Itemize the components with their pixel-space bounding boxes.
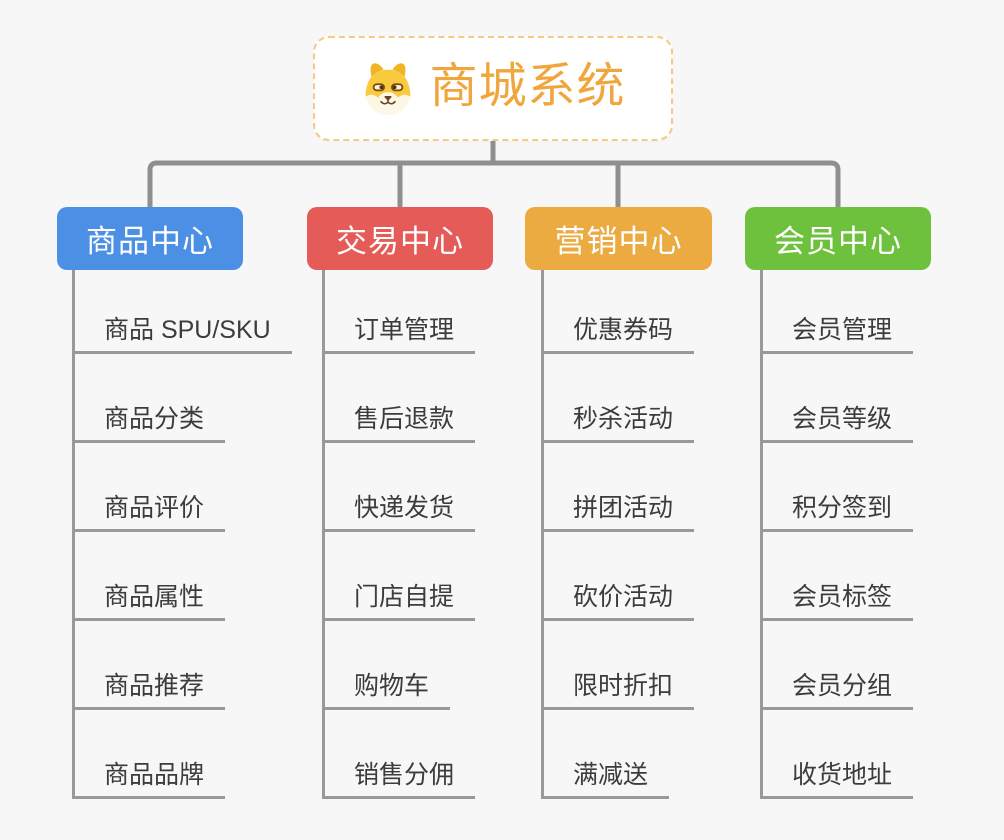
leaf-slot: 拼团活动 <box>544 443 695 532</box>
leaf-node-member-3[interactable]: 会员标签 <box>763 582 914 621</box>
leaf-slot: 砍价活动 <box>544 532 695 621</box>
leaf-node-trade-1[interactable]: 售后退款 <box>325 404 476 443</box>
leaf-slot: 会员管理 <box>763 270 914 354</box>
leaf-slot: 快递发货 <box>325 443 476 532</box>
leaf-node-product-1[interactable]: 商品分类 <box>75 404 226 443</box>
rail-line <box>147 160 841 207</box>
leaf-node-product-4[interactable]: 商品推荐 <box>75 671 226 710</box>
leaf-slot: 限时折扣 <box>544 621 695 710</box>
leaf-slot: 售后退款 <box>325 354 476 443</box>
leaf-slot: 销售分佣 <box>325 710 476 799</box>
leaf-slot: 会员分组 <box>763 621 914 710</box>
branch-children-member-center: 会员管理 会员等级 积分签到 会员标签 会员分组 收货地址 <box>760 270 914 799</box>
leaf-node-trade-5[interactable]: 销售分佣 <box>325 760 476 799</box>
leaf-slot: 满减送 <box>544 710 694 799</box>
leaf-node-marketing-0[interactable]: 优惠券码 <box>544 315 695 354</box>
leaf-slot: 商品评价 <box>75 443 292 532</box>
leaf-node-member-2[interactable]: 积分签到 <box>763 493 914 532</box>
branch-children-marketing-center: 优惠券码 秒杀活动 拼团活动 砍价活动 限时折扣 满减送 <box>541 270 695 799</box>
leaf-node-marketing-3[interactable]: 砍价活动 <box>544 582 695 621</box>
leaf-slot: 积分签到 <box>763 443 914 532</box>
leaf-node-product-0[interactable]: 商品 SPU/SKU <box>75 315 292 354</box>
leaf-node-trade-3[interactable]: 门店自提 <box>325 582 476 621</box>
branch-node-member-center[interactable]: 会员中心 <box>745 207 931 270</box>
leaf-slot: 商品属性 <box>75 532 292 621</box>
leaf-node-marketing-5[interactable]: 满减送 <box>544 760 670 799</box>
leaf-slot: 会员标签 <box>763 532 914 621</box>
root-title: 商城系统 <box>429 59 626 113</box>
leaf-slot: 会员等级 <box>763 354 914 443</box>
root-node[interactable]: 商城系统 <box>313 36 673 141</box>
leaf-node-member-0[interactable]: 会员管理 <box>763 315 914 354</box>
leaf-slot: 购物车 <box>325 621 475 710</box>
leaf-slot: 商品分类 <box>75 354 292 443</box>
leaf-node-marketing-2[interactable]: 拼团活动 <box>544 493 695 532</box>
leaf-slot: 商品品牌 <box>75 710 292 799</box>
branch-children-trade-center: 订单管理 售后退款 快递发货 门店自提 购物车 销售分佣 <box>322 270 476 799</box>
leaf-node-marketing-4[interactable]: 限时折扣 <box>544 671 695 710</box>
leaf-node-member-5[interactable]: 收货地址 <box>763 760 914 799</box>
leaf-slot: 商品推荐 <box>75 621 292 710</box>
leaf-node-trade-2[interactable]: 快递发货 <box>325 493 476 532</box>
leaf-slot: 收货地址 <box>763 710 914 799</box>
leaf-node-member-1[interactable]: 会员等级 <box>763 404 914 443</box>
leaf-node-marketing-1[interactable]: 秒杀活动 <box>544 404 695 443</box>
leaf-node-member-4[interactable]: 会员分组 <box>763 671 914 710</box>
branch-children-product-center: 商品 SPU/SKU 商品分类 商品评价 商品属性 商品推荐 商品品牌 <box>72 270 292 799</box>
leaf-slot: 订单管理 <box>325 270 476 354</box>
leaf-node-product-3[interactable]: 商品属性 <box>75 582 226 621</box>
leaf-slot: 门店自提 <box>325 532 476 621</box>
dog-mascot-icon <box>365 62 412 115</box>
branch-node-trade-center[interactable]: 交易中心 <box>307 207 493 270</box>
branch-node-product-center[interactable]: 商品中心 <box>57 207 243 270</box>
leaf-slot: 优惠券码 <box>544 270 695 354</box>
leaf-node-product-2[interactable]: 商品评价 <box>75 493 226 532</box>
leaf-node-trade-0[interactable]: 订单管理 <box>325 315 476 354</box>
leaf-slot: 商品 SPU/SKU <box>75 270 292 354</box>
leaf-slot: 秒杀活动 <box>544 354 695 443</box>
branch-node-marketing-center[interactable]: 营销中心 <box>525 207 712 270</box>
leaf-node-product-5[interactable]: 商品品牌 <box>75 760 226 799</box>
leaf-node-trade-4[interactable]: 购物车 <box>325 671 451 710</box>
